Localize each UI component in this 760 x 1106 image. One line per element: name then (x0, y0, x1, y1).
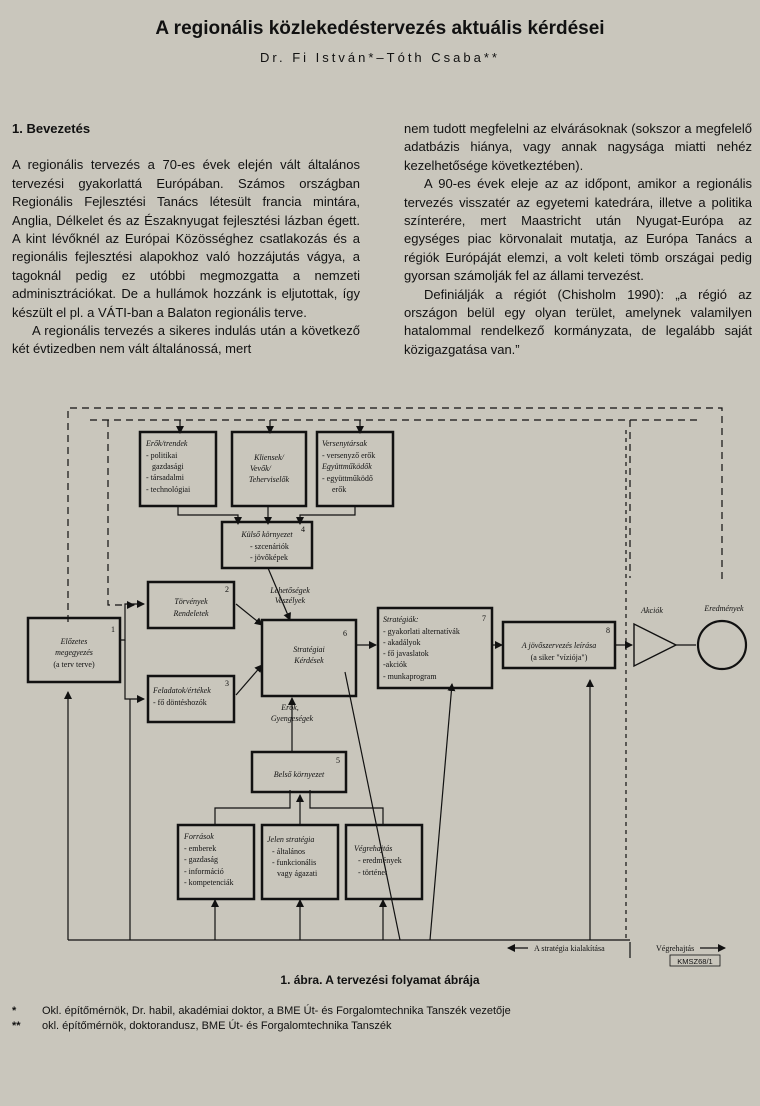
box-item: - technológiai (146, 485, 191, 494)
box-kulso-kornyezet (220, 520, 314, 570)
box-elozetes-megegyezes (26, 616, 122, 684)
box-title: Források (183, 832, 214, 841)
box-item: gazdasági (152, 462, 184, 471)
box-feladatok (146, 674, 236, 724)
box-versenytarsak (315, 430, 395, 508)
strategy-formation-label: A stratégia kialakítása (534, 944, 605, 953)
footnote-mark: ** (12, 1020, 21, 1032)
box-item: - versenyző erők (322, 451, 375, 460)
box-number: 3 (225, 679, 229, 688)
opportunities-label: Lehetőségek (269, 586, 310, 595)
box-erok-trendek (138, 430, 218, 508)
box-title: Erők/trendek (145, 439, 188, 448)
box-forrasok (176, 823, 256, 901)
box-item: - kompetenciák (184, 878, 234, 887)
authors: Dr. Fi István*–Tóth Csaba** (260, 50, 500, 65)
box-item: - általános (272, 847, 305, 856)
actions-triangle-icon (633, 622, 678, 668)
left-column: 1. Bevezetés A regionális tervezés a 70-… (12, 120, 360, 359)
box-title: Külső környezet (240, 530, 293, 539)
box-item: - akadályok (383, 638, 421, 647)
page-title: A regionális közlekedéstervezés aktuális… (155, 18, 605, 39)
box-line: Kérdések (293, 656, 324, 665)
box-number: 2 (225, 585, 229, 594)
box-line: (a siker "víziója") (531, 653, 588, 662)
actions-label: Akciók (640, 606, 663, 615)
box-item: - fő döntéshozók (153, 698, 207, 707)
box-line: Rendeletek (172, 609, 209, 618)
box-line: (a terv terve) (53, 660, 95, 669)
right-column: nem tudott megfelelni az elvárásoknak (s… (404, 120, 752, 359)
box-jovoszervezes (501, 620, 617, 670)
box-title: Stratégiák: (383, 615, 419, 624)
paragraph: Definiálják a régiót (Chisholm 1990): „a… (404, 286, 752, 357)
box-title: Jelen stratégia (267, 835, 314, 844)
figure-code: KMSZ68/1 (677, 957, 712, 966)
results-label: Eredmények (703, 604, 744, 613)
box-number: 8 (606, 626, 610, 635)
box-vegrehajtas (344, 823, 424, 901)
box-title: Végrehajtás (354, 844, 392, 853)
box-item: - munkaprogram (383, 672, 437, 681)
footnote-mark: * (12, 1005, 17, 1017)
box-line: megegyezés (55, 648, 93, 657)
box-title: Feladatok/értékek (152, 686, 211, 695)
box-number: 4 (301, 525, 305, 534)
footnote-text: Okl. építőmérnök, Dr. habil, akadémiai d… (42, 1005, 511, 1017)
box-line: Teherviselők (249, 475, 290, 484)
paragraph: A 90-es évek eleje az az időpont, amikor… (404, 176, 752, 284)
strengths-label: Erők, (280, 703, 299, 712)
box-line: Vevők/ (250, 464, 272, 473)
box-torvenyek (146, 580, 236, 630)
threats-label: Veszélyek (275, 596, 306, 605)
box-line: Stratégiai (293, 645, 325, 654)
box-title: Belső környezet (274, 770, 325, 779)
figure-caption: 1. ábra. A tervezési folyamat ábrája (280, 973, 480, 987)
box-kliensek (230, 430, 308, 508)
footnote-text: okl. építőmérnök, doktorandusz, BME Út- … (42, 1020, 392, 1032)
box-item: - funkcionális (272, 858, 316, 867)
weaknesses-label: Gyengeségek (271, 714, 314, 723)
box-line: Kliensek/ (253, 453, 285, 462)
box-item: - szcenáriók (250, 542, 289, 551)
box-line: Előzetes (60, 637, 88, 646)
box-line: Törvények (174, 597, 208, 606)
box-item: -akciók (383, 660, 407, 669)
box-jelen-strategia (260, 823, 340, 901)
planning-process-diagram: Erők/trendek - politikai gazdasági - tár… (26, 407, 748, 967)
box-item: - fő javaslatok (383, 649, 429, 658)
footnote: ** okl. építőmérnök, doktorandusz, BME Út… (12, 1020, 392, 1032)
box-item: - jövőképek (250, 553, 288, 562)
box-item: - történet (358, 868, 388, 877)
box-item: - emberek (184, 844, 216, 853)
box-item: - eredmények (358, 856, 402, 865)
box-item: vagy ágazati (277, 869, 318, 878)
box-item: - gazdaság (184, 855, 218, 864)
section-heading: 1. Bevezetés (12, 121, 91, 136)
box-belso-kornyezet (250, 750, 348, 794)
box-strategiak (376, 606, 494, 690)
box-item: - politikai (146, 451, 178, 460)
box-number: 1 (111, 625, 115, 634)
footnote: * Okl. építőmérnök, Dr. habil, akadémiai … (12, 1005, 511, 1017)
paragraph: nem tudott megfelelni az elvárásoknak (s… (404, 121, 752, 173)
paragraph: A regionális tervezés a 70-es évek elejé… (12, 157, 360, 320)
box-item: - gyakorlati alternatívák (383, 627, 460, 636)
box-number: 6 (343, 629, 347, 638)
box-item: Együttműködők (321, 462, 372, 471)
box-item: - információ (184, 867, 224, 876)
box-item: - társadalmi (146, 473, 185, 482)
box-number: 7 (482, 614, 486, 623)
box-strategiai-kerdesek (260, 618, 358, 698)
box-line: A jövőszervezés leírása (521, 641, 597, 650)
paragraph: A regionális tervezés a sikeres indulás … (12, 323, 360, 357)
box-number: 5 (336, 756, 340, 765)
implementation-label: Végrehajtás (656, 944, 694, 953)
box-item: erők (332, 485, 346, 494)
results-circle-icon (696, 619, 748, 671)
box-item: - együttműködő (322, 474, 373, 483)
box-title: Versenytársak (322, 439, 367, 448)
